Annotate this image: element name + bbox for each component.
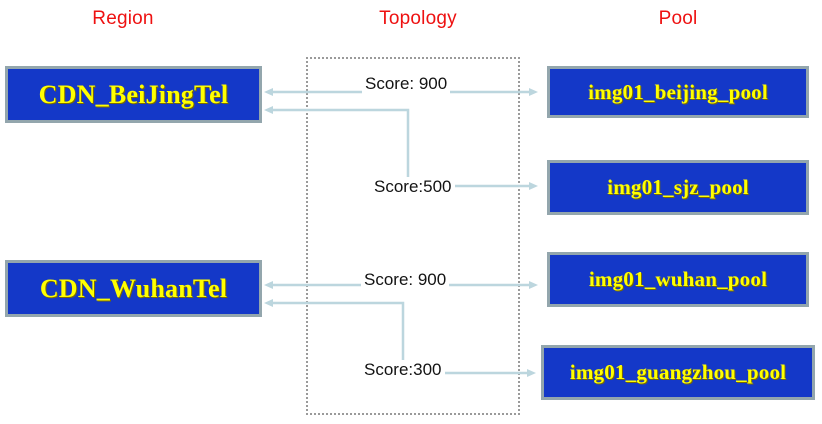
score-label-link-0: Score: 900 — [362, 74, 451, 94]
column-header-topology: Topology — [379, 8, 457, 29]
score-label-link-1: Score:500 — [371, 177, 455, 197]
region-node-cdn-wuhantel[interactable]: CDN_WuhanTel — [5, 260, 262, 317]
column-header-pool: Pool — [658, 8, 698, 29]
pool-node-img01-beijing-pool[interactable]: img01_beijing_pool — [547, 66, 809, 118]
region-node-cdn-beijingtel[interactable]: CDN_BeiJingTel — [5, 66, 262, 123]
pool-node-img01-wuhan-pool[interactable]: img01_wuhan_pool — [547, 252, 809, 307]
pool-node-img01-guangzhou-pool[interactable]: img01_guangzhou_pool — [541, 345, 815, 400]
score-label-link-3: Score:300 — [361, 360, 445, 380]
topology-boundary-frame — [306, 57, 520, 415]
column-header-region: Region — [92, 8, 154, 29]
pool-node-img01-sjz-pool[interactable]: img01_sjz_pool — [547, 160, 809, 215]
score-label-link-2: Score: 900 — [361, 270, 450, 290]
